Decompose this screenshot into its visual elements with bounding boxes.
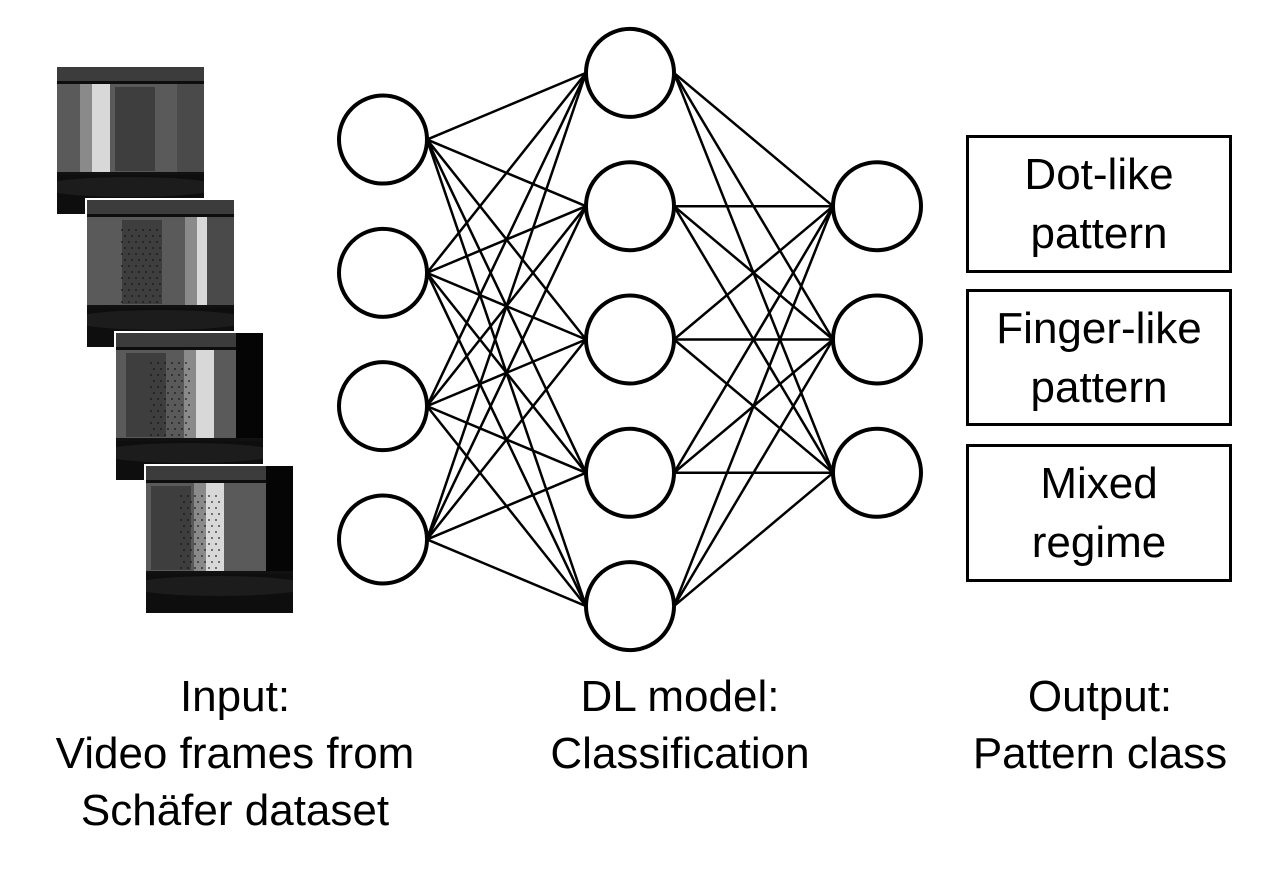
connection-hidden5-output3 bbox=[673, 471, 834, 608]
hidden-node-2 bbox=[584, 160, 676, 253]
video-frame-2 bbox=[87, 200, 234, 347]
connection-hidden4-output1 bbox=[672, 205, 835, 474]
input-caption: Input: Video frames from Schäfer dataset bbox=[15, 668, 455, 839]
hidden-node-1 bbox=[584, 26, 676, 119]
connection-hidden3-output1 bbox=[673, 205, 834, 341]
output-class-mixed-regime: Mixed regime bbox=[966, 444, 1232, 582]
connection-input4-hidden2 bbox=[425, 205, 588, 540]
output-caption: Output: Pattern class bbox=[940, 668, 1260, 782]
input-node-4 bbox=[337, 493, 429, 586]
output-class-dot-like: Dot-like pattern bbox=[966, 135, 1232, 273]
input-node-1 bbox=[337, 93, 429, 186]
frame-image bbox=[146, 466, 293, 613]
connection-input2-hidden1 bbox=[426, 72, 587, 274]
input-caption-title: Input: bbox=[179, 672, 291, 721]
connection-input1-hidden1 bbox=[426, 71, 587, 141]
connection-input3-hidden1 bbox=[425, 72, 588, 407]
output-class-finger-like: Finger-like pattern bbox=[966, 289, 1232, 426]
frame-image bbox=[116, 333, 263, 480]
model-caption-line: Classification bbox=[550, 729, 810, 778]
output-node-1 bbox=[831, 160, 923, 253]
frame-image bbox=[57, 67, 204, 214]
output-class-label: Dot-like bbox=[1024, 150, 1174, 199]
output-class-label: Mixed bbox=[1040, 459, 1158, 508]
video-frame-4 bbox=[146, 466, 293, 613]
output-node-3 bbox=[831, 426, 923, 519]
input-caption-line: Schäfer dataset bbox=[80, 786, 390, 835]
output-class-label: Finger-like bbox=[996, 303, 1202, 353]
hidden-node-5 bbox=[584, 560, 676, 653]
video-frame-1 bbox=[57, 67, 204, 214]
connection-hidden5-output2 bbox=[672, 338, 835, 607]
output-class-label: regime bbox=[1031, 518, 1167, 567]
output-class-label: pattern bbox=[1030, 209, 1168, 258]
frame-image bbox=[87, 200, 234, 347]
connection-input4-hidden5 bbox=[426, 538, 587, 608]
video-frame-3 bbox=[116, 333, 263, 480]
network-connections bbox=[425, 71, 835, 608]
output-caption-title: Output: bbox=[1027, 672, 1173, 721]
connection-input4-hidden3 bbox=[426, 338, 587, 541]
output-class-label: pattern bbox=[1030, 362, 1168, 412]
output-node-2 bbox=[831, 293, 923, 386]
connection-input4-hidden1 bbox=[425, 72, 588, 540]
model-caption-title: DL model: bbox=[580, 672, 780, 721]
input-node-3 bbox=[337, 360, 429, 453]
connection-hidden1-output1 bbox=[673, 71, 834, 208]
output-caption-line: Pattern class bbox=[972, 729, 1228, 778]
connection-hidden5-output1 bbox=[672, 205, 835, 607]
input-node-2 bbox=[337, 226, 429, 319]
input-caption-line: Video frames from bbox=[55, 729, 415, 778]
hidden-node-4 bbox=[584, 426, 676, 519]
hidden-node-3 bbox=[584, 293, 676, 386]
connection-input4-hidden4 bbox=[426, 471, 587, 541]
model-caption: DL model: Classification bbox=[480, 668, 880, 782]
network-nodes bbox=[337, 26, 923, 653]
